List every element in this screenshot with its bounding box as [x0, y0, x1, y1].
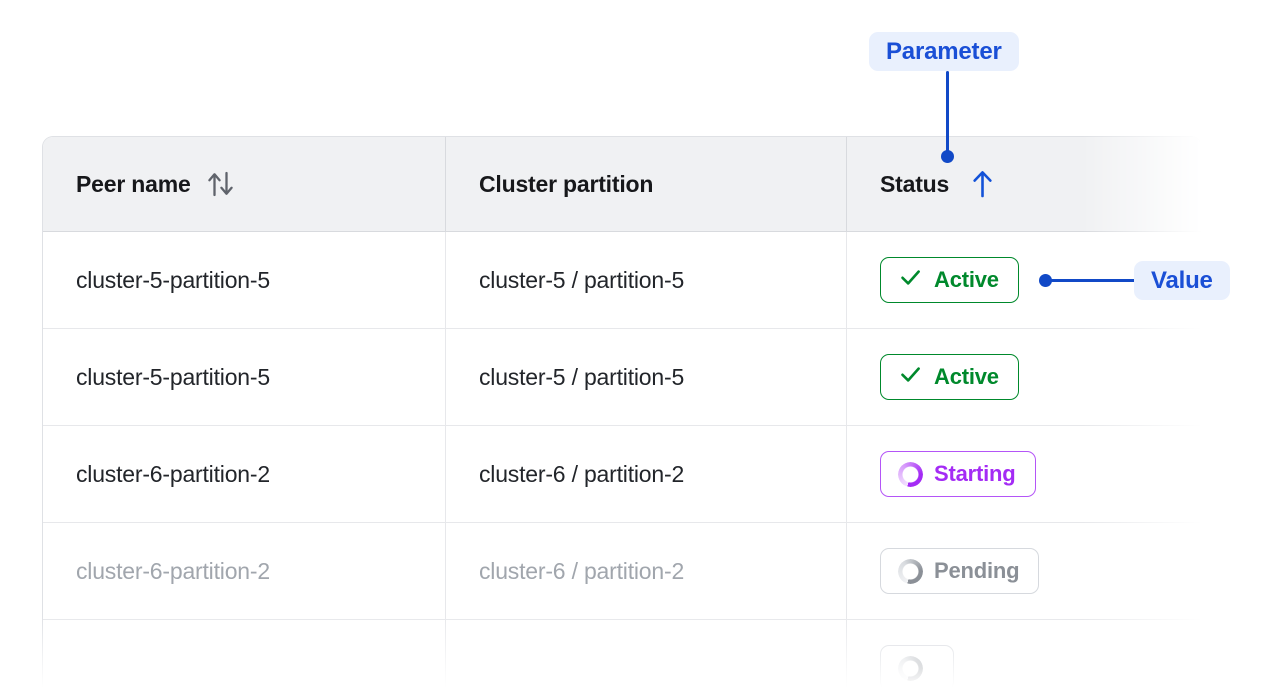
- cell-cluster-partition: [446, 620, 847, 688]
- cell-peer-name: cluster-6-partition-2: [43, 426, 446, 522]
- spinner-icon: [898, 655, 923, 681]
- cell-status: Active: [847, 329, 1201, 425]
- cell-peer-name: cluster-6-partition-2: [43, 523, 446, 619]
- cell-cluster-partition: cluster-6 / partition-2: [446, 523, 847, 619]
- annotation-badge-value: Value: [1134, 261, 1230, 300]
- cell-peer-name: cluster-5-partition-5: [43, 329, 446, 425]
- arrow-up-icon[interactable]: [969, 169, 996, 199]
- table-row[interactable]: [43, 620, 1201, 688]
- table-row[interactable]: cluster-6-partition-2 cluster-6 / partit…: [43, 426, 1201, 523]
- cell-cluster-partition: cluster-6 / partition-2: [446, 426, 847, 522]
- status-badge-pending[interactable]: [880, 645, 954, 688]
- column-header-peer-name[interactable]: Peer name: [43, 137, 446, 231]
- annotation-connector-value: [1046, 279, 1138, 282]
- check-icon: [898, 265, 923, 296]
- annotation-badge-parameter: Parameter: [869, 32, 1019, 71]
- cell-status: [847, 620, 1201, 688]
- sort-both-icon[interactable]: [206, 168, 236, 200]
- cell-cluster-partition: cluster-5 / partition-5: [446, 329, 847, 425]
- status-label: Starting: [934, 461, 1016, 486]
- cell-peer-name: [43, 620, 446, 688]
- column-header-label: Status: [880, 170, 950, 197]
- table-row[interactable]: cluster-6-partition-2 cluster-6 / partit…: [43, 523, 1201, 620]
- cell-status: Active: [847, 232, 1201, 328]
- table-row[interactable]: cluster-5-partition-5 cluster-5 / partit…: [43, 232, 1201, 329]
- cell-status: Starting: [847, 426, 1201, 522]
- column-header-status[interactable]: Status: [847, 137, 1201, 231]
- status-badge-active[interactable]: Active: [880, 354, 1019, 400]
- column-header-cluster-partition[interactable]: Cluster partition: [446, 137, 847, 231]
- status-badge-active[interactable]: Active: [880, 257, 1019, 303]
- status-label: Active: [934, 364, 999, 389]
- status-label: Active: [934, 267, 999, 292]
- status-badge-starting[interactable]: Starting: [880, 451, 1036, 497]
- cell-peer-name: cluster-5-partition-5: [43, 232, 446, 328]
- column-header-label: Peer name: [76, 170, 191, 197]
- annotation-dot-value: [1039, 274, 1052, 287]
- spinner-icon: [898, 558, 923, 584]
- annotation-connector-parameter: [946, 71, 949, 157]
- table-header-row: Peer name Cluster partition Status: [43, 137, 1201, 232]
- table-row[interactable]: cluster-5-partition-5 cluster-5 / partit…: [43, 329, 1201, 426]
- check-icon: [898, 362, 923, 393]
- column-header-label: Cluster partition: [479, 170, 654, 197]
- cell-status: Pending: [847, 523, 1201, 619]
- annotation-dot-parameter: [941, 150, 954, 163]
- spinner-icon: [898, 461, 923, 487]
- peers-table-container: Peer name Cluster partition Status: [42, 136, 1202, 688]
- peers-table: Peer name Cluster partition Status: [42, 136, 1202, 688]
- cell-cluster-partition: cluster-5 / partition-5: [446, 232, 847, 328]
- status-badge-pending[interactable]: Pending: [880, 548, 1040, 594]
- status-label: Pending: [934, 558, 1020, 583]
